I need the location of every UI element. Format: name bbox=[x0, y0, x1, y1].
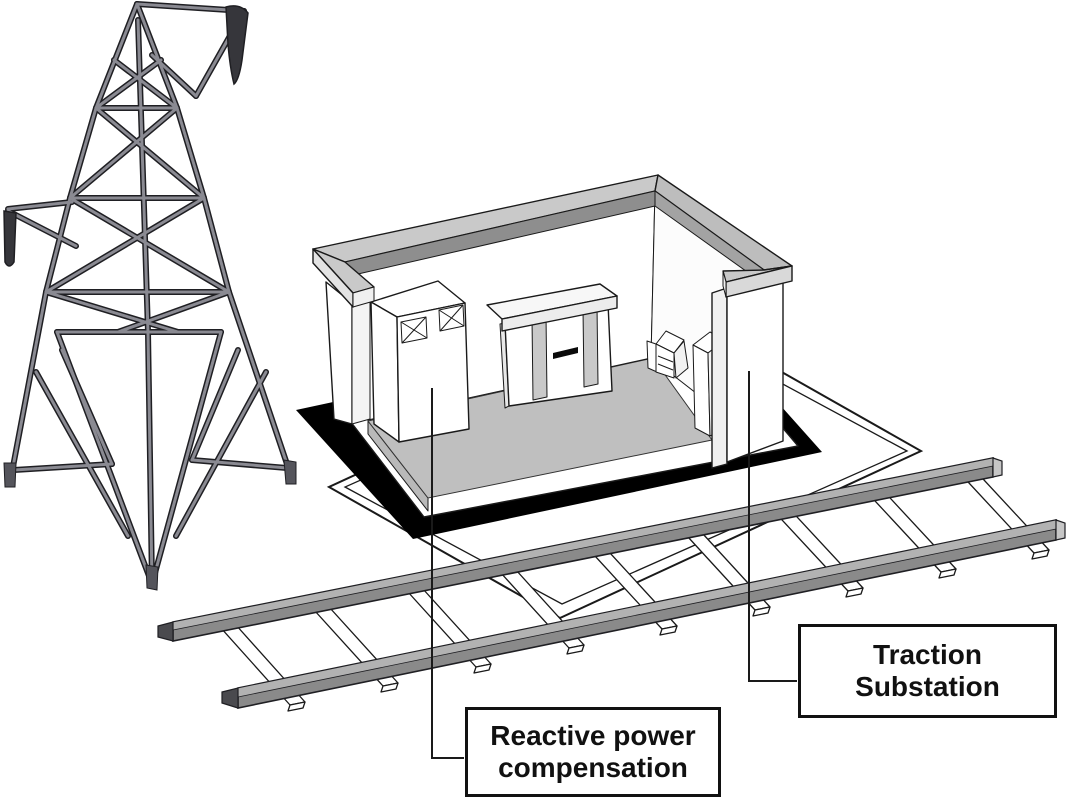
reactive-power-label-line2: compensation bbox=[498, 752, 688, 783]
shelf-cabinet bbox=[646, 330, 689, 379]
roof-frame bbox=[312, 174, 793, 308]
traction-substation-label: Traction Substation bbox=[798, 624, 1057, 718]
reactive-power-label: Reactive power compensation bbox=[465, 707, 721, 797]
vent-panel-icon bbox=[400, 316, 428, 344]
tower-foot-left bbox=[3, 462, 17, 488]
reactive-power-cabinet bbox=[370, 280, 470, 443]
switchgear-cabinet bbox=[486, 283, 618, 409]
traction-substation-label-line2: Substation bbox=[855, 671, 1000, 702]
reactive-power-leader-line bbox=[431, 388, 464, 759]
vent-panel-icon bbox=[438, 304, 465, 332]
tower-foot-center bbox=[145, 564, 159, 591]
door-panel bbox=[531, 314, 548, 401]
substation-building-icon bbox=[296, 174, 822, 539]
right-wall-column bbox=[711, 270, 784, 469]
transmission-tower-icon bbox=[3, 4, 297, 591]
railway-track-icon bbox=[157, 457, 1066, 712]
door-handle bbox=[553, 347, 578, 359]
traction-substation-label-line1: Traction bbox=[873, 638, 982, 670]
traction-substation-leader-line bbox=[748, 371, 797, 682]
near-rail bbox=[221, 519, 1066, 709]
reactive-power-label-line1: Reactive power bbox=[490, 719, 696, 751]
left-wall-stub bbox=[325, 281, 371, 425]
far-rail bbox=[157, 457, 1003, 642]
tower-insulator-left-icon bbox=[3, 210, 17, 267]
door-panel bbox=[582, 305, 599, 388]
tower-foot-right bbox=[283, 459, 297, 485]
tower-insulator-right-icon bbox=[225, 5, 249, 86]
leader-lines bbox=[431, 371, 797, 759]
